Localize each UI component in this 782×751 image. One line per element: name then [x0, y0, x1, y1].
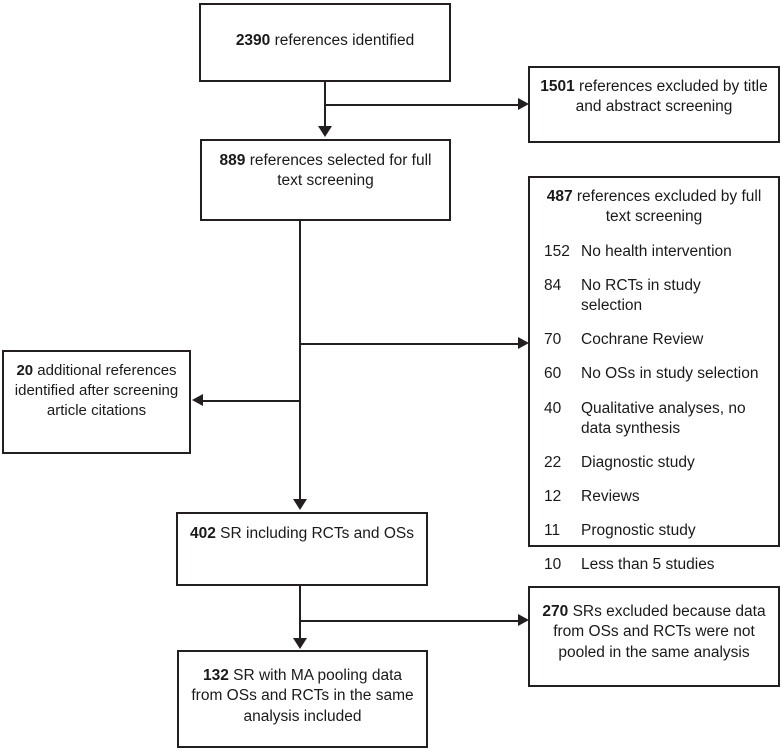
box-excluded-not-pooled: 270 SRs excluded because data from OSs a…	[528, 586, 780, 687]
count-value: 1501	[540, 78, 575, 95]
count-label: SR with MA pooling data from OSs and RCT…	[191, 667, 414, 725]
exclusion-reason-row: 10 Less than 5 studies	[544, 555, 766, 575]
connector-to-excluded-full-text	[299, 343, 522, 345]
connector-to-excluded-title-abstract	[324, 104, 522, 106]
reason-count: 60	[544, 365, 562, 383]
box-sr-including-rcts-oss: 402 SR including RCTs and OSs	[176, 512, 428, 586]
box-excluded-full-text: 487 references excluded by full text scr…	[528, 176, 780, 573]
box-text: 132 SR with MA pooling data from OSs and…	[179, 666, 426, 727]
box-text: 1501 references excluded by title and ab…	[530, 77, 778, 118]
count-label: references identified	[270, 32, 415, 49]
connector-sr-including-to-sr-ma	[299, 586, 301, 644]
count-value: 132	[202, 667, 229, 684]
exclusion-reason-row: 40 Qualitative analyses, no data synthesi…	[544, 399, 766, 439]
count-value: 2390	[235, 32, 271, 49]
reason-count: 40	[544, 399, 562, 417]
count-label: additional references identified after s…	[14, 362, 179, 419]
box-text: 889 references selected for full text sc…	[202, 151, 449, 192]
reason-count: 152	[544, 242, 570, 260]
box-text: 270 SRs excluded because data from OSs a…	[530, 602, 778, 663]
box-text: 20 additional references identified afte…	[4, 361, 189, 420]
arrowhead-right-excluded-not-pooled	[518, 614, 529, 626]
reason-label: Less than 5 studies	[581, 556, 715, 574]
connector-fulltext-to-sr-including	[299, 221, 301, 501]
count-value: 270	[542, 603, 569, 620]
exclusion-reasons-list: 152 No health intervention 84 No RCTs in st…	[530, 242, 778, 590]
exclusion-reason-row: 84 No RCTs in study selection	[544, 276, 766, 316]
count-label: SR including RCTs and OSs	[215, 525, 414, 542]
reason-count: 84	[544, 277, 562, 295]
reason-label: Reviews	[581, 488, 640, 506]
box-sr-with-ma-included: 132 SR with MA pooling data from OSs and…	[177, 650, 428, 748]
box-excluded-title-abstract: 1501 references excluded by title and ab…	[528, 66, 780, 143]
reason-label: No health intervention	[581, 242, 732, 260]
count-value: 20	[16, 362, 34, 379]
arrowhead-down-sr-including	[293, 499, 307, 510]
connector-to-excluded-not-pooled	[299, 620, 522, 622]
count-value: 402	[189, 525, 216, 542]
exclusion-reason-row: 12 Reviews	[544, 487, 766, 507]
box-references-identified: 2390 references identified	[199, 3, 451, 82]
reason-label: Diagnostic study	[581, 453, 695, 471]
exclusion-reason-row: 60 No OSs in study selection	[544, 364, 766, 384]
count-value: 487	[546, 188, 573, 205]
count-value: 889	[219, 152, 246, 169]
reason-label: Prognostic study	[581, 522, 696, 540]
box-text: 402 SR including RCTs and OSs	[182, 524, 422, 544]
exclusion-reason-row: 11 Prognostic study	[544, 521, 766, 541]
reason-label: No RCTs in study selection	[581, 277, 701, 315]
box-additional-references: 20 additional references identified afte…	[2, 350, 191, 454]
reason-count: 11	[544, 522, 561, 540]
arrowhead-down-sr-ma	[293, 638, 307, 649]
arrowhead-left-additional-references	[192, 394, 203, 406]
reason-count: 70	[544, 331, 562, 349]
exclusion-reason-row: 22 Diagnostic study	[544, 453, 766, 473]
box-text: 2390 references identified	[228, 31, 422, 51]
arrowhead-right-excluded-full-text	[518, 337, 529, 349]
count-label: references excluded by title and abstrac…	[574, 78, 768, 116]
reason-label: No OSs in study selection	[581, 365, 759, 383]
reason-label: Qualitative analyses, no data synthesis	[581, 399, 746, 437]
count-label: references excluded by full text screeni…	[572, 188, 762, 226]
reason-label: Cochrane Review	[581, 331, 704, 349]
exclusion-reason-row: 152 No health intervention	[544, 242, 766, 262]
box-references-selected-full-text: 889 references selected for full text sc…	[200, 139, 451, 221]
arrowhead-right-excluded-title	[518, 98, 529, 110]
arrowhead-down-fulltext	[318, 126, 332, 137]
reason-count: 22	[544, 453, 562, 471]
box-text: 487 references excluded by full text scr…	[530, 187, 778, 228]
exclusion-reason-row: 70 Cochrane Review	[544, 330, 766, 350]
reason-count: 10	[544, 556, 562, 574]
count-label: SRs excluded because data from OSs and R…	[553, 603, 766, 661]
reason-count: 12	[544, 488, 562, 506]
connector-to-additional-references	[203, 400, 300, 402]
count-label: references selected for full text screen…	[245, 152, 432, 190]
